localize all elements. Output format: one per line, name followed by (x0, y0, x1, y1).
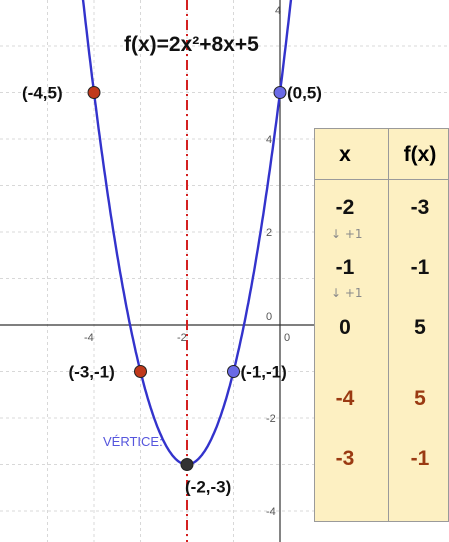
header-x: x (339, 143, 351, 166)
data-point (180, 458, 194, 471)
x-tick-label: -4 (84, 332, 94, 344)
data-point (87, 86, 101, 99)
row-0-x: -2 (335, 196, 355, 219)
vertex-label: VÉRTICE: (103, 434, 163, 449)
row-4-f: -1 (410, 447, 430, 470)
tick-labels: -4 -2 00 -4 -2 2 4 (84, 134, 290, 518)
row-0-f: -3 (410, 196, 430, 219)
point-label: (-2,-3) (185, 478, 231, 497)
row-3-x: -4 (335, 387, 355, 410)
point-label: (-3,-1) (69, 363, 115, 382)
column-separator (388, 129, 389, 521)
origin-label: 0 (266, 311, 272, 323)
parabola-curve (81, 0, 293, 466)
values-table: x f(x) -2 -3 ↓ +1 -1 -1 ↓ +1 0 5 -4 5 -3… (314, 128, 449, 522)
row-3-f: 5 (414, 387, 426, 410)
chart-title: f(x)=2x²+8x+5 (124, 33, 259, 56)
data-point (273, 86, 287, 99)
x-tick-label: 0 (284, 332, 290, 344)
row-4-x: -3 (335, 447, 355, 470)
point-label: (0,5) (287, 84, 322, 103)
x-tick-label: -2 (177, 332, 187, 344)
header-fx: f(x) (403, 143, 437, 166)
step-label: ↓ +1 (331, 286, 363, 300)
row-2-f: 5 (414, 316, 426, 339)
y-tick-label: -2 (266, 413, 276, 425)
y-tick-label: 2 (266, 227, 272, 239)
point-label: (-1,-1) (241, 363, 287, 382)
row-1-x: -1 (335, 256, 355, 279)
header-separator (315, 179, 448, 180)
data-point (227, 365, 240, 378)
points: (-4,5) (0,5) (-3,-1) (-1,-1) (-2,-3) (22, 84, 322, 497)
data-point (134, 365, 147, 378)
y-tick-label: 4 (266, 134, 272, 146)
y-tick-label: -4 (266, 506, 276, 518)
step-label: ↓ +1 (331, 227, 363, 241)
point-label: (-4,5) (22, 84, 63, 103)
row-2-x: 0 (339, 316, 351, 339)
row-1-f: -1 (410, 256, 430, 279)
y-axis-top-label: 4 (275, 5, 281, 17)
